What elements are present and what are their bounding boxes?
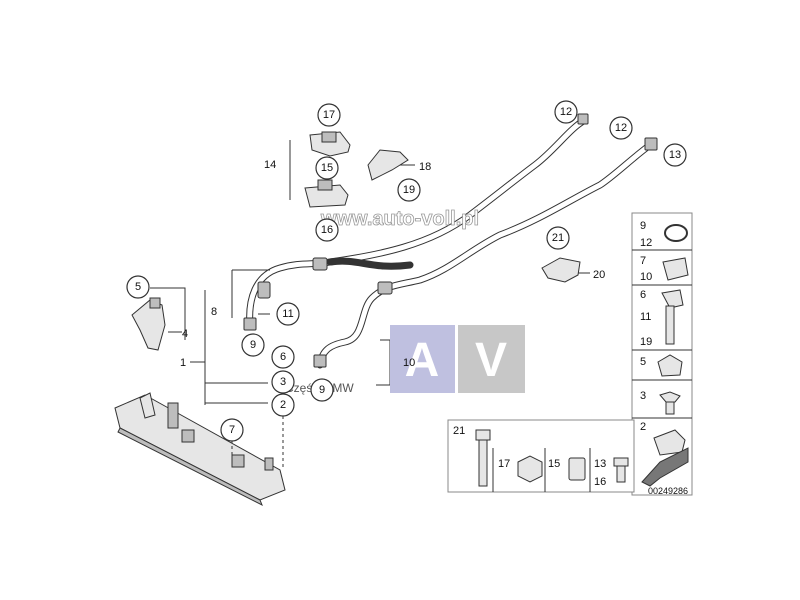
svg-text:V: V — [475, 334, 507, 387]
callout-3: 3 — [271, 370, 295, 394]
svg-text:5: 5 — [135, 281, 141, 293]
label-20: 20 — [593, 269, 605, 281]
small-parts-panel — [631, 212, 693, 496]
callout-6: 6 — [271, 345, 295, 369]
callout-13: 13 — [663, 143, 687, 167]
bottom-label-17: 17 — [498, 458, 510, 470]
panel-label-2: 2 — [640, 421, 646, 433]
panel-label-5: 5 — [640, 356, 646, 368]
bottom-parts-panel — [447, 419, 635, 493]
shop-logo: A V — [390, 325, 525, 393]
svg-text:9: 9 — [319, 384, 325, 396]
panel-label-9: 9 — [640, 220, 646, 232]
valve-5 — [131, 297, 166, 351]
hose-fitting — [257, 281, 271, 299]
bracket-18 — [367, 149, 409, 181]
callout-2: 2 — [271, 393, 295, 417]
callout-12-a: 12 — [554, 100, 578, 124]
svg-text:19: 19 — [403, 184, 415, 196]
panel-label-6: 6 — [640, 289, 646, 301]
label-1: 1 — [180, 357, 186, 369]
bottom-label-15: 15 — [548, 458, 560, 470]
hose-fitting — [577, 113, 589, 125]
hose-fitting — [313, 354, 327, 368]
panel-label-10: 10 — [640, 271, 652, 283]
label-8: 8 — [211, 306, 217, 318]
hose-fitting — [243, 317, 257, 331]
bottom-label-13: 13 — [594, 458, 606, 470]
svg-text:15: 15 — [321, 162, 333, 174]
svg-text:11: 11 — [282, 308, 293, 320]
svg-text:9: 9 — [250, 339, 256, 351]
panel-label-3: 3 — [640, 390, 646, 402]
callout-5: 5 — [126, 275, 150, 299]
callout-19: 19 — [397, 178, 421, 202]
bottom-label-21: 21 — [453, 425, 465, 437]
label-4: 4 — [182, 328, 188, 340]
hose-fitting — [312, 257, 328, 271]
bracket-upper — [309, 131, 351, 157]
callout-12-b: 12 — [609, 116, 633, 140]
svg-text:2: 2 — [280, 399, 286, 411]
clip-20 — [541, 257, 581, 283]
callout-9: 9 — [241, 333, 265, 357]
callout-11: 11 — [276, 302, 300, 326]
svg-text:A: A — [405, 334, 440, 387]
callout-7: 7 — [220, 418, 244, 442]
callout-21-a: 21 — [546, 226, 570, 250]
svg-text:12: 12 — [615, 122, 627, 134]
panel-label-11: 11 — [640, 311, 651, 323]
diagram-code: 00249286 — [648, 486, 688, 496]
lower-cooler-line — [316, 141, 654, 369]
callout-17: 17 — [317, 103, 341, 127]
watermark-url: www.auto-voll.pl — [320, 208, 479, 230]
panel-label-19: 19 — [640, 336, 652, 348]
svg-text:3: 3 — [280, 376, 286, 388]
svg-text:13: 13 — [669, 149, 681, 161]
callout-16: 16 — [315, 218, 339, 242]
svg-text:16: 16 — [321, 224, 333, 236]
svg-text:7: 7 — [229, 424, 235, 436]
hose-fitting — [377, 281, 393, 295]
front-direction-arrow-icon — [641, 447, 689, 487]
panel-label-7: 7 — [640, 255, 646, 267]
callout-15: 15 — [315, 156, 339, 180]
svg-text:12: 12 — [560, 106, 572, 118]
label-18: 18 — [419, 161, 431, 173]
bottom-label-16: 16 — [594, 476, 606, 488]
svg-text:17: 17 — [323, 109, 335, 121]
label-10: 10 — [403, 357, 415, 369]
callout-9-b: 9 — [310, 378, 334, 402]
hose-fitting — [644, 137, 658, 151]
label-14: 14 — [264, 159, 276, 171]
bracket-lower — [304, 179, 349, 208]
svg-text:21: 21 — [552, 232, 564, 244]
upper-cooler-line — [246, 116, 589, 329]
transmission-oil-cooler — [114, 392, 286, 507]
svg-text:6: 6 — [280, 351, 286, 363]
panel-label-12: 12 — [640, 237, 652, 249]
